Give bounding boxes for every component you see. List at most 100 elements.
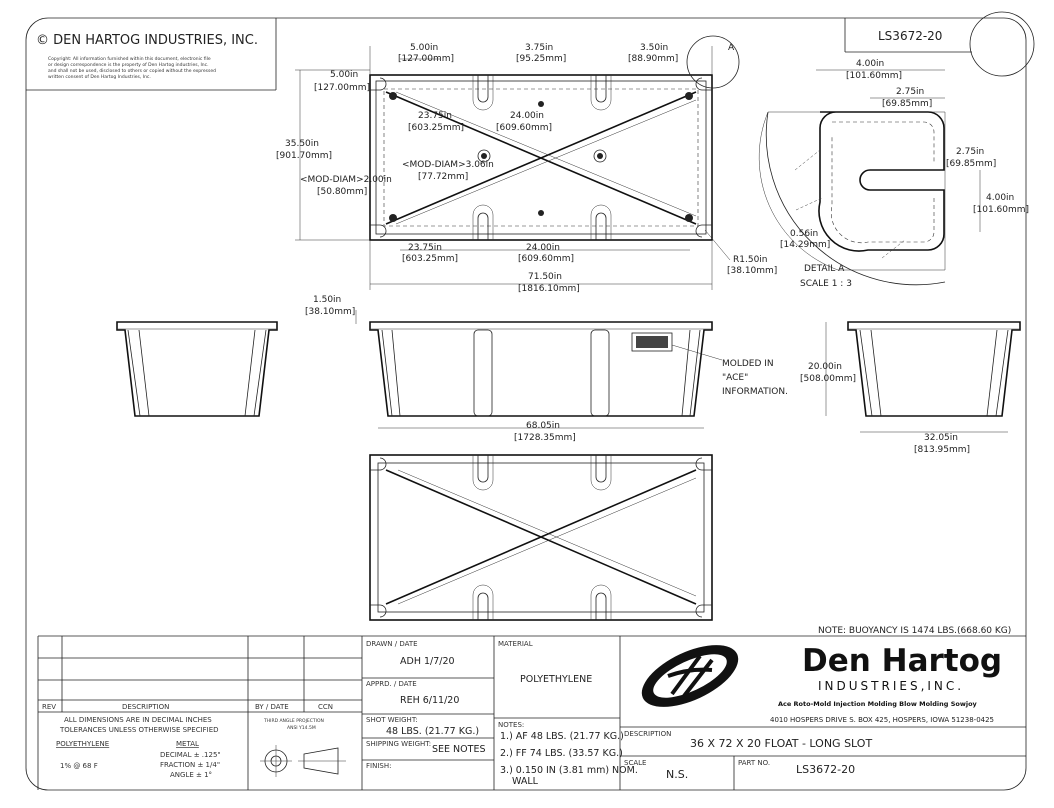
metal-angle: ANGLE ± 1° [170,771,212,779]
tolerance-line-1: ALL DIMENSIONS ARE IN DECIMAL INCHES [64,716,212,724]
dim-width-813mm: [813.95mm] [914,445,970,455]
dim-inner-609mm: [609.60mm] [496,123,552,133]
material-label: MATERIAL [498,640,533,648]
copyright-line-4: written consent of Den Hartog Industries… [48,74,151,80]
dim-left-127mm: [127.00mm] [314,83,370,93]
partno-label: PART NO. [738,759,770,767]
dim-mod-2in-mm: [50.80mm] [317,187,367,197]
bottom-view [369,454,713,621]
dim-top-95mm: [95.25mm] [516,54,566,64]
callout-line-3: INFORMATION. [722,387,788,397]
top-view: A [369,35,740,241]
dim-top-3-75in: 3.75in [525,43,553,53]
scale-label: SCALE [624,759,646,767]
brand-subtitle: INDUSTRIES,INC. [818,679,964,693]
detail-a: 4.00in [101.60mm] 2.75in [69.85mm] 2.75i… [758,59,1029,289]
company-address: 4010 HOSPERS DRIVE S. BOX 425, HOSPERS, … [770,716,994,724]
apprd-value: REH 6/11/20 [400,695,459,706]
dim-width-32in: 32.05in [924,433,958,443]
projection-std: ANSI Y14.5M [287,725,316,731]
ccn-header: CCN [318,703,333,711]
detail-dim-2-75in: 2.75in [896,87,924,97]
brand-name: Den Hartog [802,643,1002,679]
title-block: REV DESCRIPTION BY / DATE CCN ALL DIMENS… [37,635,1026,790]
dim-radius-1-5in: R1.50in [733,255,768,265]
note-1: 1.) AF 48 LBS. (21.77 KG.) [500,731,624,742]
dim-inner-24in: 24.00in [510,111,544,121]
copyright-line-1: Copyright: All information furnished wit… [48,56,211,62]
material-value: POLYETHYLENE [520,674,592,685]
finish-label: FINISH: [366,762,391,770]
detail-dim-0-56in: 0.56in [790,229,818,239]
copyright-line-2: or design correspondence is the property… [48,62,209,68]
drawn-value: ADH 1/7/20 [400,656,455,667]
dim-width-71in: 71.50in [528,272,562,282]
dim-left-5in: 5.00in [330,70,358,80]
dim-mod-2in: <MOD-DIAM>2.00in [300,175,392,185]
shipping-weight-value: SEE NOTES [432,744,485,755]
dim-width-68in: 68.05in [526,421,560,431]
detail-dim-101mm-b: [101.60mm] [973,205,1029,215]
top-view-dimensions: 5.00in [127.00mm] 3.75in [95.25mm] 3.50i… [276,43,777,294]
poly-header: POLYETHYLENE [56,740,109,748]
note-2: 2.) FF 74 LBS. (33.57 KG.) [500,748,623,759]
detail-dim-69mm: [69.85mm] [882,99,932,109]
detail-title: DETAIL A [804,264,845,274]
note-3a: 3.) 0.150 IN (3.81 mm) NOM. [500,765,638,776]
dim-bottom-23in: 23.75in [408,243,442,253]
copyright-line-3: and shall not be used, disclosed to othe… [48,68,216,74]
poly-value: 1% @ 68 F [60,762,98,770]
tolerance-line-2: TOLERANCES UNLESS OTHERWISE SPECIFIED [59,726,219,734]
left-end-view [116,321,278,417]
detail-dim-2-75in-b: 2.75in [956,147,984,157]
detail-dim-69mm-b: [69.85mm] [946,159,996,169]
by-date-header: BY / DATE [255,703,289,711]
note-3b: WALL [512,776,539,787]
dim-top-127mm: [127.00mm] [398,54,454,64]
detail-dim-4in: 4.00in [856,59,884,69]
dim-top-5in: 5.00in [410,43,438,53]
dim-radius-38mm: [38.10mm] [727,266,777,276]
dim-height-901mm: [901.70mm] [276,151,332,161]
detail-dim-4in-b: 4.00in [986,193,1014,203]
dim-lip-1-5in: 1.50in [313,295,341,305]
part-tag: LS3672-20 [878,29,942,43]
dim-inner-23in: 23.75in [418,111,452,121]
description-value: 36 X 72 X 20 FLOAT - LONG SLOT [690,737,872,750]
company-title-box: © DEN HARTOG INDUSTRIES, INC. Copyright:… [26,18,277,91]
metal-decimal: DECIMAL ± .125" [160,751,221,759]
revision-circle [969,11,1035,77]
rev-header: REV [42,703,56,711]
drawn-label: DRAWN / DATE [366,640,418,648]
callout-line-2: "ACE" [722,373,748,383]
dim-width-1728mm: [1728.35mm] [514,433,576,443]
shot-weight-label: SHOT WEIGHT: [366,716,418,724]
dim-lip-38mm: [38.10mm] [305,307,355,317]
scale-value: N.S. [666,768,688,781]
front-view: MOLDED IN "ACE" INFORMATION. 1.50in [38.… [305,295,788,443]
metal-fraction: FRACTION ± 1/4" [160,761,220,769]
metal-header: METAL [176,740,199,748]
detail-scale: SCALE 1 : 3 [800,279,852,289]
right-end-view: 20.00in [508.00mm] 32.05in [813.95mm] [800,321,1021,455]
detail-dim-101mm: [101.60mm] [846,71,902,81]
dim-bottom-24in: 24.00in [526,243,560,253]
notes-label: NOTES: [498,721,524,729]
brand-services: Ace Roto-Mold Injection Molding Blow Mol… [778,700,978,708]
shot-weight-value: 48 LBS. (21.77 KG.) [386,726,479,737]
dim-bottom-603mm: [603.25mm] [402,254,458,264]
company-name: © DEN HARTOG INDUSTRIES, INC. [36,33,258,48]
dim-bottom-609mm: [609.60mm] [518,254,574,264]
callout-line-1: MOLDED IN [722,359,774,369]
partno-value: LS3672-20 [796,763,855,776]
buoyancy-note: NOTE: BUOYANCY IS 1474 LBS.(668.60 KG) [818,626,1011,636]
description-header: DESCRIPTION [122,703,169,711]
detail-marker: A [728,43,735,53]
den-hartog-logo [641,645,739,707]
projection-label: THIRD ANGLE PROJECTION [263,718,324,724]
dim-inner-603mm: [603.25mm] [408,123,464,133]
dim-top-88mm: [88.90mm] [628,54,678,64]
sheet-border [25,17,1027,791]
